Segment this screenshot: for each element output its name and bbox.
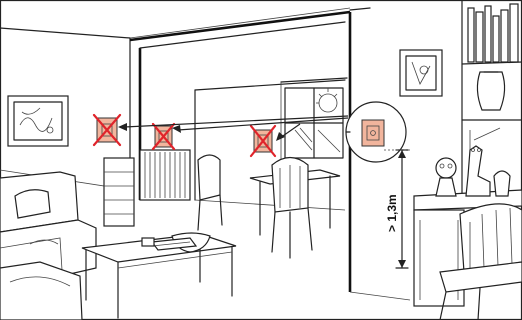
height-label: > 1,3m [385,194,399,232]
coffee-table [82,233,236,318]
figurines [436,146,510,196]
right-wall-picture [400,50,442,96]
height-dimension: > 1,3m [384,150,410,268]
radiator [140,150,190,200]
chest-of-drawers [104,158,134,226]
forbidden-position-1 [94,115,120,145]
wall-painting [8,96,68,146]
forbidden-position-3 [251,126,275,156]
forbidden-position-2 [153,124,174,149]
recommended-position [346,102,406,162]
device-plate [362,120,384,146]
